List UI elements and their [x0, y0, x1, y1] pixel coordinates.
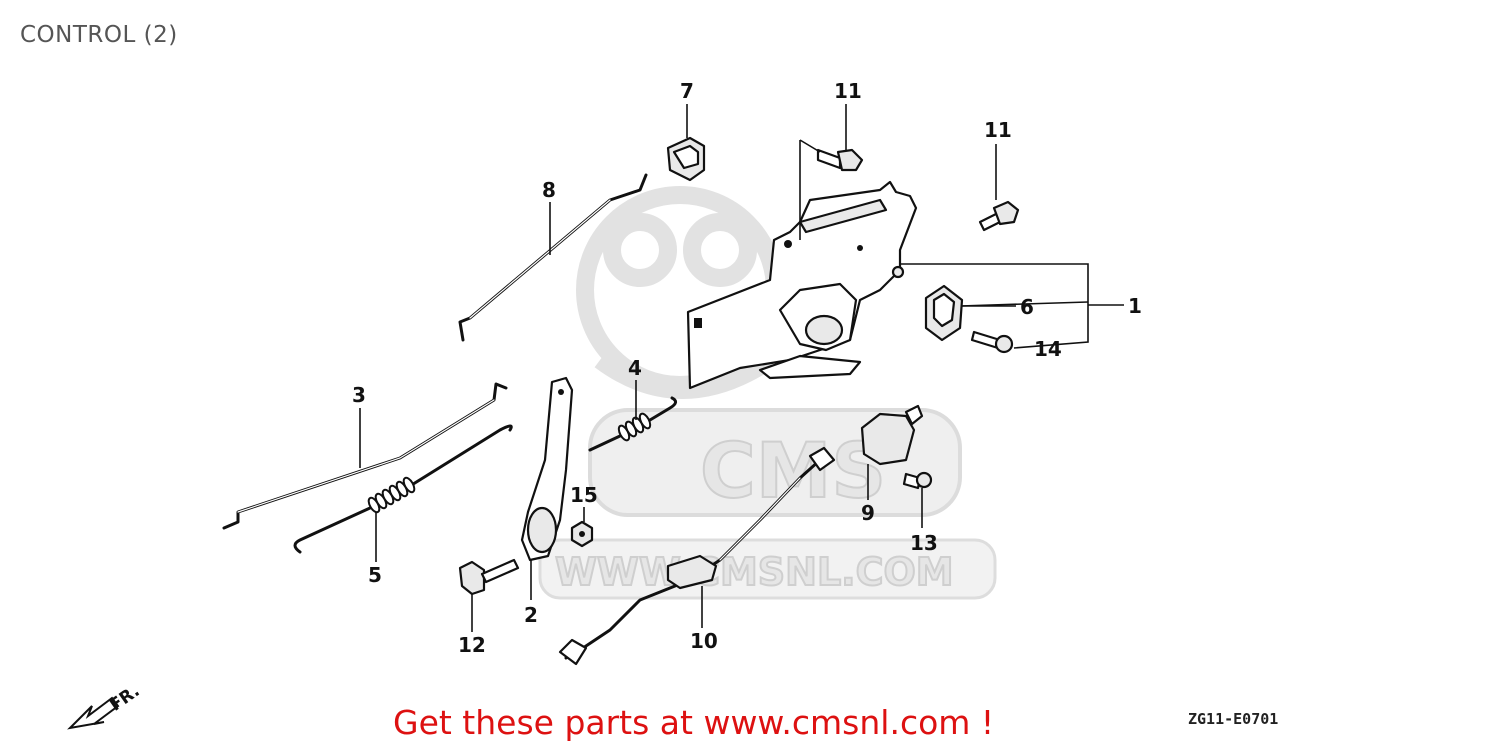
drawing-code: ZG11-E0701 — [1188, 710, 1279, 728]
callout-3[interactable]: 3 — [352, 383, 366, 407]
callout-9[interactable]: 9 — [861, 501, 875, 525]
callout-5[interactable]: 5 — [368, 563, 382, 587]
part-5-spring-icon — [293, 424, 513, 554]
callout-4[interactable]: 4 — [628, 356, 642, 380]
watermark-url: WWW.CMSNL.COM — [555, 550, 954, 594]
callout-12[interactable]: 12 — [458, 633, 486, 657]
part-7-clip-icon — [666, 136, 706, 182]
callout-6[interactable]: 6 — [1020, 295, 1034, 319]
part-11-bolt-right-icon — [978, 200, 1020, 232]
callout-8[interactable]: 8 — [542, 178, 556, 202]
callout-13[interactable]: 13 — [910, 531, 938, 555]
watermark: CMS WWW.CMSNL.COM — [538, 186, 997, 600]
page-title: CONTROL (2) — [20, 22, 178, 48]
watermark-brand: CMS — [700, 426, 886, 515]
part-13-screw-icon — [902, 471, 933, 490]
part-3-rod-icon — [222, 382, 508, 530]
part-15-nut-icon — [570, 520, 594, 548]
part-8-rod-icon — [458, 173, 648, 342]
callout-10[interactable]: 10 — [690, 629, 718, 653]
part-1-control-base-icon — [686, 180, 918, 390]
part-14-screw-icon — [970, 330, 1014, 354]
watermark-url-band-icon — [538, 538, 997, 600]
callout-1[interactable]: 1 — [1128, 294, 1142, 318]
part-6-block-icon — [924, 284, 964, 342]
callout-14[interactable]: 14 — [1034, 337, 1062, 361]
callout-7[interactable]: 7 — [680, 79, 694, 103]
part-10-wire-icon — [558, 446, 836, 666]
part-4-spring-icon — [588, 396, 677, 452]
callout-15[interactable]: 15 — [570, 483, 598, 507]
promo-link[interactable]: Get these parts at www.cmsnl.com ! — [393, 703, 995, 742]
callout-2[interactable]: 2 — [524, 603, 538, 627]
part-2-lever-icon — [520, 376, 574, 562]
callout-11-upper[interactable]: 11 — [834, 79, 862, 103]
part-12-bolt-icon — [458, 558, 520, 596]
callout-labels: 1 2 3 4 5 6 7 8 9 10 11 11 12 13 14 15 — [352, 79, 1142, 657]
callout-11-right[interactable]: 11 — [984, 118, 1012, 142]
front-arrow-icon — [67, 696, 120, 730]
front-indicator: FR. — [67, 681, 144, 730]
part-9-switch-icon — [860, 404, 924, 466]
part-11-bolt-upper-icon — [816, 148, 864, 172]
